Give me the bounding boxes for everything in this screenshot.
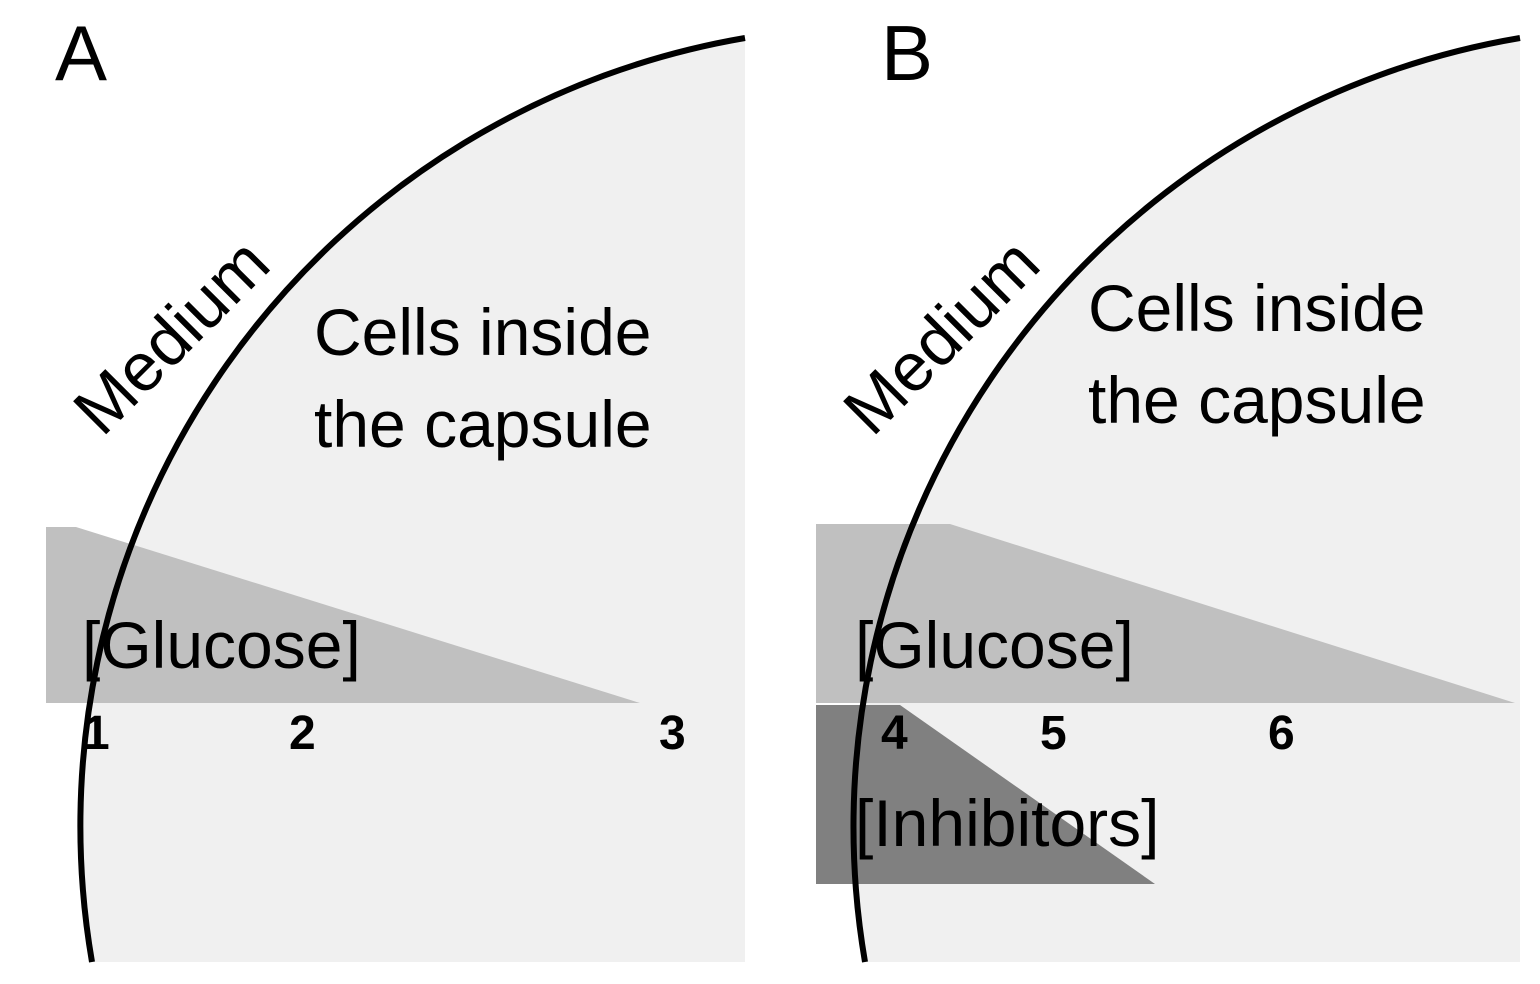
panel-b-graphic (816, 35, 1521, 963)
glucose-label: [Glucose] (855, 608, 1134, 682)
capsule-interior (80, 38, 746, 962)
cells-label-line-1: Cells inside (1088, 271, 1426, 345)
cells-label-line-1: Cells inside (314, 295, 652, 369)
position-label-1: 1 (83, 707, 110, 760)
inhibitor-gradient-wedge (816, 705, 1155, 884)
capsule-interior (853, 38, 1520, 962)
panel-b: B Medium Cells inside the capsule [Gluco… (770, 0, 1540, 984)
capsule-boundary (77, 35, 746, 963)
panel-a-graphic (46, 35, 746, 963)
position-label-5: 5 (1040, 707, 1067, 760)
inhibitors-label: [Inhibitors] (855, 786, 1160, 860)
position-label-4: 4 (881, 707, 908, 760)
glucose-gradient-wedge (816, 524, 1515, 703)
panel-letter: B (881, 9, 934, 97)
glucose-gradient-wedge (46, 527, 640, 703)
cells-inside-capsule-label: Cells inside the capsule (1088, 262, 1426, 446)
capsule-boundary (850, 35, 1521, 963)
position-label-3: 3 (659, 707, 686, 760)
cells-inside-capsule-label: Cells inside the capsule (314, 286, 652, 470)
position-label-6: 6 (1268, 707, 1295, 760)
panel-letter: A (55, 9, 108, 97)
cells-label-line-2: the capsule (1088, 363, 1426, 437)
glucose-label: [Glucose] (82, 608, 361, 682)
position-label-2: 2 (289, 707, 316, 760)
panel-a: A Medium Cells inside the capsule [Gluco… (46, 9, 746, 963)
cells-label-line-2: the capsule (314, 387, 652, 461)
